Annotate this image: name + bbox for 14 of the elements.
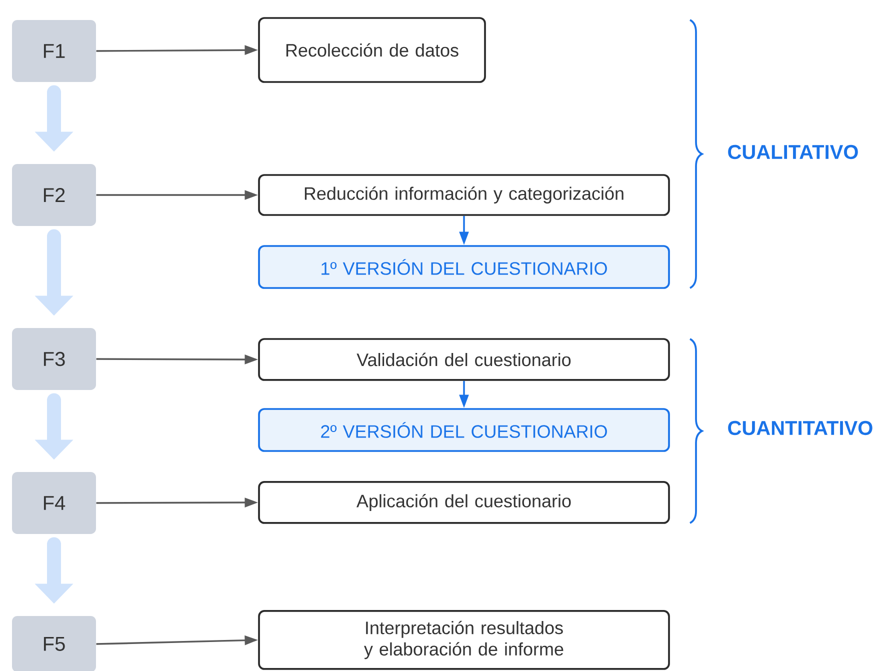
phase-box: F5 [12, 616, 96, 671]
phase-box: F1 [12, 20, 96, 82]
process-box: Reducción información y categorización [258, 174, 670, 216]
phase-box: F4 [12, 472, 96, 534]
process-box: Interpretación resultados y elaboración de informe [258, 610, 670, 670]
version-box: 1º VERSIÓN DEL CUESTIONARIO [258, 245, 670, 289]
process-box: Aplicación del cuestionario [258, 481, 670, 524]
brace-label: CUALITATIVO [728, 144, 858, 160]
process-box: Validación del cuestionario [258, 338, 670, 381]
version-box: 2º VERSIÓN DEL CUESTIONARIO [258, 408, 670, 452]
phase-box: F3 [12, 328, 96, 390]
phase-box: F2 [12, 164, 96, 226]
process-box: Recolección de datos [258, 17, 486, 83]
brace-label: CUANTITATIVO [728, 420, 872, 436]
